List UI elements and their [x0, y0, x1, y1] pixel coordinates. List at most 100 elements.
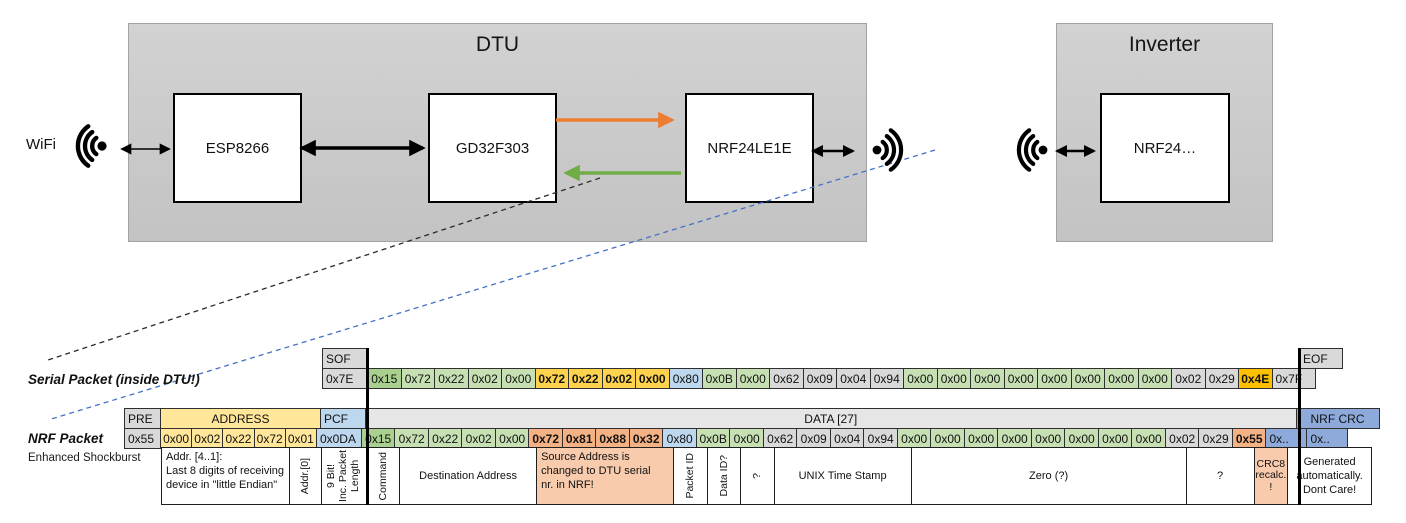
inverter-nrf24-chip: NRF24…	[1100, 93, 1230, 203]
byte-cell: 0x94	[869, 368, 904, 389]
byte-cell: 0x22	[427, 428, 463, 449]
byte-cell: 0x00	[963, 428, 999, 449]
byte-cell: 0x02	[601, 368, 636, 389]
address-byte-cell: 0x22	[222, 428, 255, 449]
dtu-title: DTU	[475, 33, 520, 56]
byte-cell: 0x00	[997, 428, 1032, 449]
byte-cell: 0x0B	[695, 428, 731, 449]
byte-cell: 0x72	[400, 368, 435, 389]
nrf-crc-bytes: 0x..0x..	[1265, 428, 1349, 449]
byte-cell: 0x00	[1104, 368, 1139, 389]
byte-cell: 0x00	[930, 428, 965, 449]
annotation-unknown-byte: ?	[740, 447, 775, 505]
annotation-unix-time-stamp: UNIX Time Stamp	[773, 447, 912, 505]
annotation-destination-address: Destination Address	[399, 447, 538, 505]
annotation-pcf: 9 Bit! Inc. Packet Length	[320, 447, 367, 505]
address-byte-cell: 0x02	[191, 428, 224, 449]
byte-cell: 0x02	[1164, 428, 1200, 449]
nrf24le1e-chip: NRF24LE1E	[685, 93, 814, 203]
nrf-header-row: PRE ADDRESS PCF DATA [27] NRF CRC	[124, 408, 1380, 429]
byte-cell: 0x00	[1137, 368, 1172, 389]
byte-cell: 0x04	[829, 428, 865, 449]
byte-cell: 0x15	[367, 368, 402, 389]
serial-packet-label: Serial Packet (inside DTU!)	[28, 372, 200, 387]
byte-cell: 0x22	[434, 368, 469, 389]
annotation-crc-generated: Generated automatically. Dont Care!	[1287, 447, 1373, 505]
nrf-crc-header-cell: NRF CRC	[1295, 408, 1380, 429]
rf-antenna-icon-inverter	[1016, 128, 1048, 172]
byte-cell: 0x0B	[702, 368, 737, 389]
byte-cell: 0x00	[501, 368, 536, 389]
byte-cell: 0x22	[568, 368, 603, 389]
annotation-zero: Zero (?)	[910, 447, 1187, 505]
esp8266-chip-label: ESP8266	[205, 139, 270, 157]
byte-cell: 0x00	[1070, 368, 1105, 389]
address-byte-cell: 0x00	[160, 428, 193, 449]
byte-cell: 0x02	[461, 428, 496, 449]
byte-cell: 0x80	[662, 428, 697, 449]
annotation-packet-id: Packet ID	[673, 447, 708, 505]
annotation-data-id: Data ID?	[706, 447, 742, 505]
rf-antenna-icon-dtu	[872, 128, 904, 172]
preamble-byte-cell: 0x55	[124, 428, 161, 449]
byte-cell: 0x02	[1171, 368, 1206, 389]
byte-cell: 0x00	[970, 368, 1005, 389]
byte-cell: 0x00	[494, 428, 530, 449]
nrf-packet-label: NRF Packet	[28, 431, 104, 446]
byte-cell: 0x00	[903, 368, 938, 389]
serial-eof-header-row: EOF	[1299, 348, 1343, 369]
enhanced-shockburst-label: Enhanced Shockburst	[28, 452, 141, 464]
serial-sof-header-row: SOF	[322, 348, 368, 369]
annotation-source-address: Source Address is changed to DTU serial …	[536, 447, 675, 505]
sof-byte-cell: 0x7E	[322, 368, 368, 389]
byte-cell: 0x00	[735, 368, 770, 389]
byte-cell: 0x00	[936, 368, 971, 389]
data-region-right-separator	[1298, 348, 1301, 505]
wifi-icon	[75, 124, 107, 168]
annotation-row: Addr. [4..1]: Last 8 digits of receiving…	[161, 447, 1373, 505]
byte-cell: 0x72	[528, 428, 563, 449]
annotation-question: ?	[1185, 447, 1255, 505]
byte-cell: 0x00	[1030, 428, 1066, 449]
esp8266-chip: ESP8266	[173, 93, 302, 203]
byte-cell: 0x02	[467, 368, 502, 389]
annotation-addr0: Addr.[0]	[289, 447, 322, 505]
byte-cell: 0x15	[360, 428, 396, 449]
byte-cell: 0x29	[1204, 368, 1239, 389]
byte-cell: 0x00	[896, 428, 932, 449]
address-byte-cell: 0x01	[284, 428, 317, 449]
data-header-cell: DATA [27]	[365, 408, 1297, 429]
byte-cell: 0x09	[802, 368, 837, 389]
nrf24le1e-chip-label: NRF24LE1E	[707, 139, 792, 157]
pcf-header-cell: PCF	[320, 408, 366, 429]
gd32f303-chip: GD32F303	[428, 93, 557, 203]
byte-cell: 0x55	[1231, 428, 1267, 449]
inverter-panel: Inverter	[1056, 23, 1273, 242]
byte-cell: 0x80	[668, 368, 703, 389]
byte-cell: 0x00	[1003, 368, 1038, 389]
sof-header-cell: SOF	[322, 348, 368, 369]
inverter-nrf24-chip-label: NRF24…	[1133, 139, 1197, 157]
annotation-command: Command	[365, 447, 401, 505]
byte-cell: 0x00	[1037, 368, 1072, 389]
byte-cell: 0x00	[1131, 428, 1166, 449]
byte-cell: 0x72	[394, 428, 429, 449]
byte-cell: 0x29	[1198, 428, 1233, 449]
annotation-crc8-recalc: CRC8 recalc. !	[1253, 447, 1289, 505]
wifi-label: WiFi	[26, 136, 56, 153]
byte-cell: 0x88	[595, 428, 630, 449]
crc-byte-cell: 0x..	[1306, 428, 1349, 449]
address-header-cell: ADDRESS	[160, 408, 321, 429]
byte-cell: 0x00	[1097, 428, 1133, 449]
byte-cell: 0x00	[635, 368, 670, 389]
gd32f303-chip-label: GD32F303	[455, 139, 530, 157]
data-region-left-separator	[365, 348, 369, 505]
byte-cell: 0x32	[628, 428, 664, 449]
crc-byte-cell: 0x..	[1265, 428, 1308, 449]
pcf-byte-cell: 0x0DA	[315, 428, 362, 449]
